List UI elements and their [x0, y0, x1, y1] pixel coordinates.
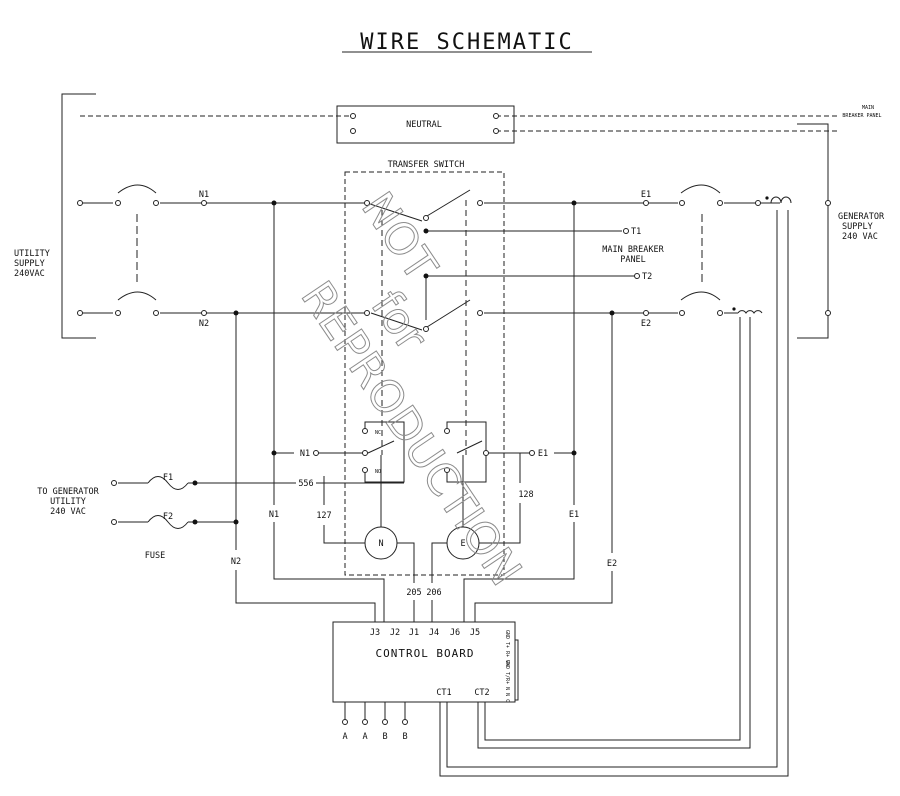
generator-supply-label-1: GENERATOR	[838, 212, 885, 222]
main-breaker-small-label-2: BREAKER PANEL	[842, 113, 881, 119]
board-side-top-label: GND T+ R+ V+	[504, 630, 510, 666]
connector-j4-label: J4	[429, 628, 439, 638]
n2-vertical-label: N2	[231, 557, 241, 567]
neutral-label: NEUTRAL	[406, 120, 442, 130]
relay-no-label: NO	[375, 469, 381, 475]
e2-top-label: E2	[641, 319, 651, 329]
wire-206-label: 206	[426, 588, 441, 598]
motor-e-label: E	[460, 539, 465, 549]
generator-supply-label-3: 240 VAC	[842, 232, 878, 242]
n1-top-label: N1	[199, 190, 209, 200]
watermark-line-1: NOT	[351, 183, 446, 290]
e1-top-label: E1	[641, 190, 651, 200]
main-breaker-small-label-1: MAIN	[862, 105, 874, 111]
diagram-title: WIRE SCHEMATIC	[360, 30, 573, 55]
fuse-label: FUSE	[145, 551, 165, 561]
terminal-b1-label: B	[382, 732, 387, 742]
relay-nc-label: NC	[375, 430, 381, 436]
control-board	[332, 621, 516, 703]
ct1-label: CT1	[436, 688, 451, 698]
n2-top-label: N2	[199, 319, 209, 329]
board-side-bottom-label: GND T/R+ N N C	[504, 660, 510, 702]
transfer-switch-enclosure	[344, 171, 505, 576]
wire-128-label: 128	[518, 490, 533, 500]
watermark: NOT for REPRODUCTION	[290, 183, 531, 595]
ct2-label: CT2	[474, 688, 489, 698]
fuse-f1-label: F1	[163, 473, 173, 483]
connector-j6-label: J6	[450, 628, 460, 638]
e1-mid-label: E1	[538, 449, 548, 459]
motor-n-label: N	[378, 539, 383, 549]
main-breaker-label-1: MAIN BREAKER	[602, 245, 664, 255]
utility-supply-label-2: SUPPLY	[14, 259, 45, 269]
to-generator-label-3: 240 VAC	[50, 507, 86, 517]
connector-j3-label: J3	[370, 628, 380, 638]
main-breaker-label-2: PANEL	[620, 255, 646, 265]
utility-supply-label-3: 240VAC	[14, 269, 45, 279]
t2-label: T2	[642, 272, 652, 282]
t1-label: T1	[631, 227, 641, 237]
connector-j2-label: J2	[390, 628, 400, 638]
to-generator-label-2: UTILITY	[50, 497, 86, 507]
transfer-switch-label: TRANSFER SWITCH	[388, 160, 465, 170]
utility-supply-label-1: UTILITY	[14, 249, 50, 259]
fuse-f2-label: F2	[163, 512, 173, 522]
wire-556-label: 556	[298, 479, 313, 489]
control-board-label: CONTROL BOARD	[375, 647, 474, 660]
terminal-a2-label: A	[362, 732, 367, 742]
terminal-b2-label: B	[402, 732, 407, 742]
generator-supply-label-2: SUPPLY	[842, 222, 873, 232]
neutral-bar	[336, 105, 515, 144]
n1-mid-label: N1	[300, 449, 310, 459]
wire-205-label: 205	[406, 588, 421, 598]
connector-j1-label: J1	[409, 628, 419, 638]
connector-j5-label: J5	[470, 628, 480, 638]
e2-vertical-label: E2	[607, 559, 617, 569]
n1-vertical-label: N1	[269, 510, 279, 520]
wire-127-label: 127	[316, 511, 331, 521]
to-generator-label-1: TO GENERATOR	[37, 487, 99, 497]
e1-vertical-label: E1	[569, 510, 579, 520]
terminal-a1-label: A	[342, 732, 347, 742]
